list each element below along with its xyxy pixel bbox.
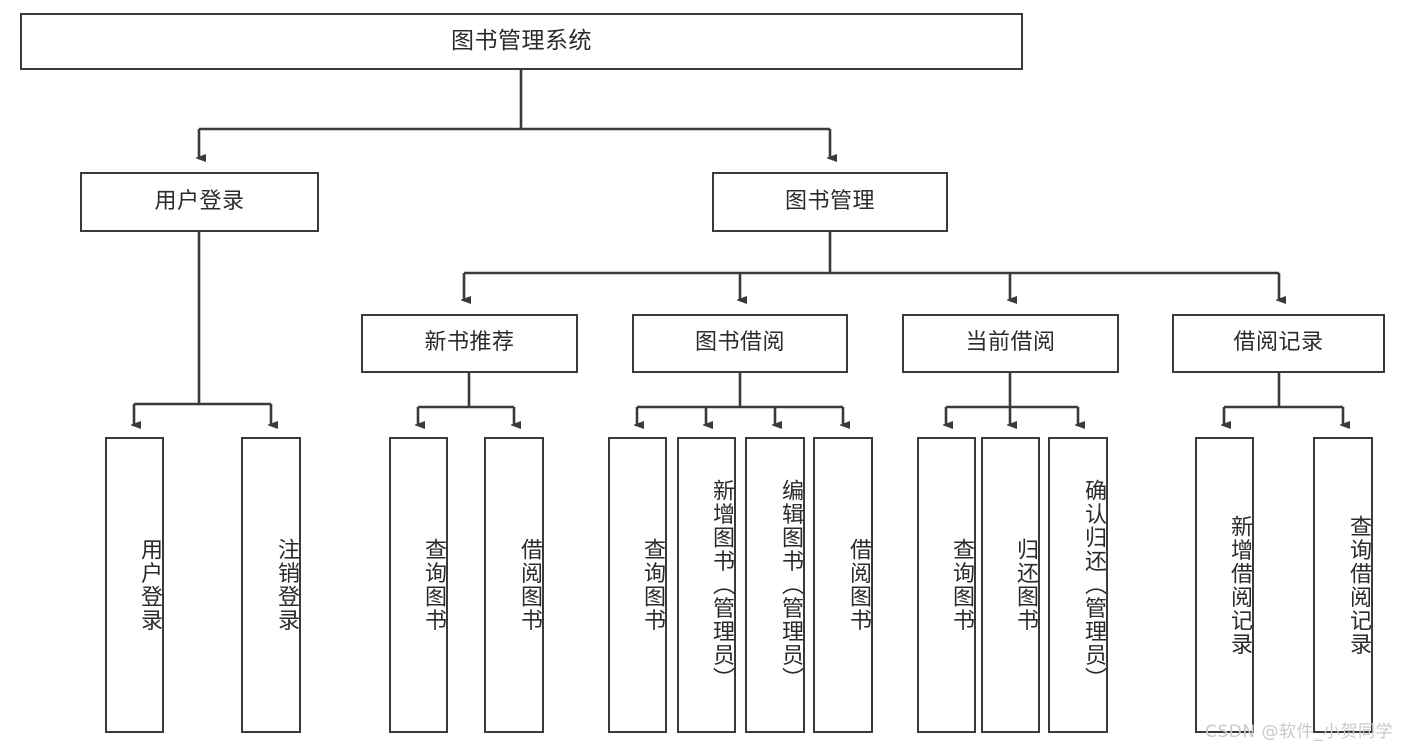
node-label: 查询图书	[640, 538, 665, 632]
node-book-management[interactable]: 图书管理	[712, 172, 948, 232]
node-current-borrow[interactable]: 当前借阅	[902, 314, 1119, 373]
leaf-book-borrow-query-book[interactable]: 查询图书	[608, 437, 667, 733]
node-label: 图书管理	[784, 188, 875, 214]
node-label: 确认归还（管理员）	[1081, 479, 1106, 691]
leaf-current-borrow-return-book[interactable]: 归还图书	[981, 437, 1040, 733]
node-book-borrow[interactable]: 图书借阅	[632, 314, 848, 373]
node-label: 归还图书	[1013, 538, 1038, 632]
leaf-book-borrow-borrow-book[interactable]: 借阅图书	[813, 437, 873, 733]
leaf-user-login-logout[interactable]: 注销登录	[241, 437, 301, 733]
node-label: 查询图书	[949, 538, 974, 632]
node-label: 新书推荐	[424, 330, 515, 356]
node-label: 借阅图书	[846, 538, 871, 632]
node-label: 图书借阅	[694, 330, 785, 356]
csdn-watermark: CSDN @软件_小贺同学	[1205, 722, 1393, 742]
node-label: 借阅图书	[517, 538, 542, 632]
leaf-new-book-borrow-book[interactable]: 借阅图书	[484, 437, 544, 733]
node-label: 编辑图书（管理员）	[778, 479, 803, 691]
node-label: 新增图书（管理员）	[709, 479, 734, 691]
leaf-user-login-login[interactable]: 用户登录	[105, 437, 164, 733]
node-label: 当前借阅	[965, 330, 1056, 356]
node-user-login[interactable]: 用户登录	[80, 172, 319, 232]
node-label: 查询借阅记录	[1346, 514, 1371, 656]
node-label: 新增借阅记录	[1227, 514, 1252, 656]
node-label: 用户登录	[154, 188, 245, 214]
node-borrow-record[interactable]: 借阅记录	[1172, 314, 1385, 373]
leaf-current-borrow-confirm-return-admin[interactable]: 确认归还（管理员）	[1048, 437, 1108, 733]
leaf-book-borrow-edit-book-admin[interactable]: 编辑图书（管理员）	[745, 437, 805, 733]
leaf-borrow-record-add-record[interactable]: 新增借阅记录	[1195, 437, 1254, 733]
node-label: 查询图书	[421, 538, 446, 632]
node-label: 图书管理系统	[451, 27, 592, 54]
leaf-new-book-query-book[interactable]: 查询图书	[389, 437, 448, 733]
node-new-book-recommend[interactable]: 新书推荐	[361, 314, 578, 373]
node-label: 注销登录	[274, 538, 299, 632]
leaf-borrow-record-query-record[interactable]: 查询借阅记录	[1313, 437, 1373, 733]
leaf-current-borrow-query-book[interactable]: 查询图书	[917, 437, 976, 733]
node-label: 借阅记录	[1233, 330, 1324, 356]
node-label: 用户登录	[137, 538, 162, 632]
leaf-book-borrow-add-book-admin[interactable]: 新增图书（管理员）	[677, 437, 736, 733]
node-root-book-management-system[interactable]: 图书管理系统	[20, 13, 1023, 70]
